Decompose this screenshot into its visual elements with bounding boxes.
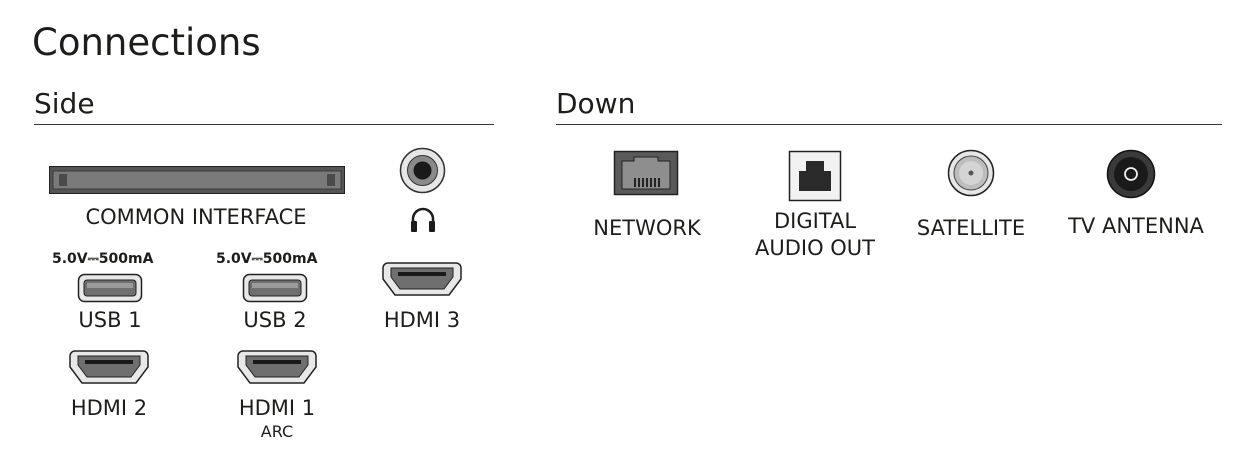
section-down-label: Down: [556, 87, 636, 120]
usb1-label: USB 1: [78, 308, 142, 332]
satellite-connector-icon: [947, 149, 995, 197]
ethernet-port-icon: [613, 150, 679, 196]
common-interface-label: COMMON INTERFACE: [85, 205, 307, 229]
hdmi3-label: HDMI 3: [383, 308, 461, 332]
tv-antenna-label: TV ANTENNA: [1068, 214, 1204, 238]
hdmi-port-icon: [69, 350, 149, 384]
down-divider: [556, 124, 1222, 125]
section-side-label: Side: [34, 87, 95, 120]
usb-port-icon: [242, 273, 308, 303]
headphones-icon: [411, 207, 435, 232]
hdmi1-arc-label: ARC: [260, 422, 294, 441]
antenna-connector-icon: [1106, 149, 1156, 199]
usb2-rating: 5.0V⎓500mA: [216, 251, 318, 267]
digital-audio-line2: AUDIO OUT: [754, 236, 876, 260]
headphone-jack-icon: [399, 147, 446, 194]
side-divider: [34, 124, 494, 125]
network-label: NETWORK: [593, 216, 701, 240]
digital-audio-line1: DIGITAL: [773, 209, 857, 233]
satellite-label: SATELLITE: [916, 216, 1026, 240]
hdmi2-label: HDMI 2: [70, 396, 148, 420]
usb2-label: USB 2: [243, 308, 307, 332]
ci-slot-icon: [49, 166, 345, 194]
usb1-rating: 5.0V⎓500mA: [52, 251, 154, 267]
page-title: Connections: [32, 21, 261, 64]
hdmi1-label: HDMI 1: [238, 396, 316, 420]
optical-port-icon: [788, 150, 842, 202]
usb-port-icon: [77, 273, 143, 303]
hdmi-port-icon: [382, 262, 462, 296]
hdmi-port-icon: [237, 350, 317, 384]
